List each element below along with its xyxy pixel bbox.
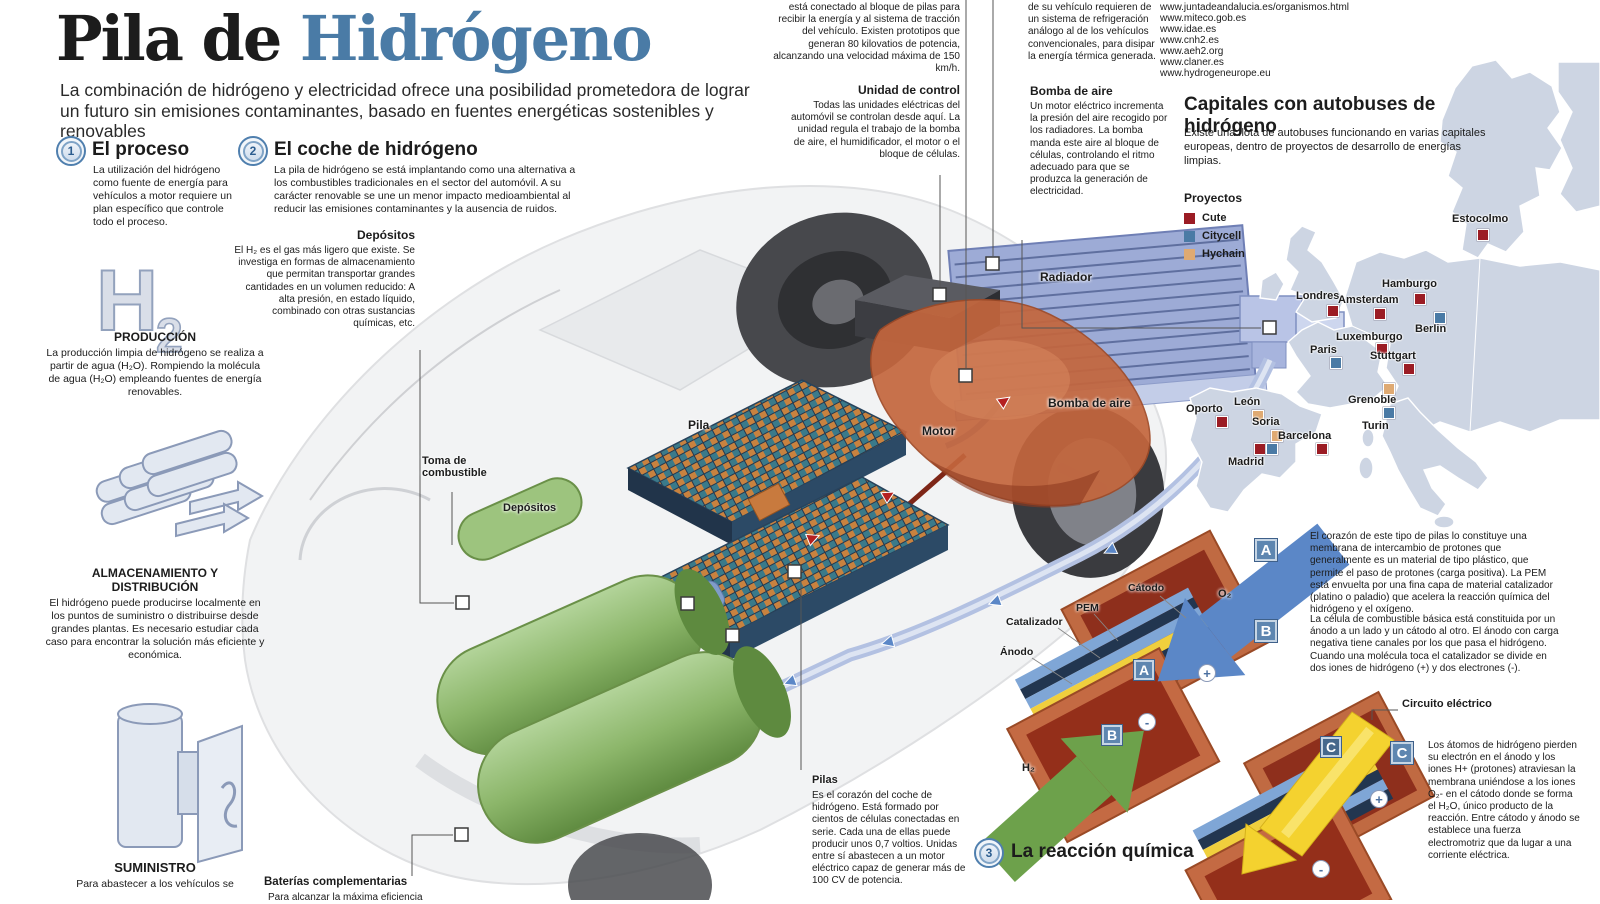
cell-label-pem: PEM: [1076, 602, 1099, 614]
electric-circuit-arrow: [1241, 711, 1395, 875]
suministro-body: Para abastecer a los vehículos se: [76, 878, 234, 890]
depositos-note-title: Depósitos: [356, 228, 415, 242]
leader-lines: [411, 0, 1261, 876]
section-1-number: 1: [60, 140, 82, 162]
website-link[interactable]: www.cnh2.es: [1160, 35, 1219, 46]
note-badge-a: A: [1254, 538, 1278, 562]
section-3-number: 3: [978, 842, 1000, 864]
pilas-note-body: Es el corazón del coche de hidrógeno. Es…: [812, 790, 966, 887]
section-2-body: La pila de hidrógeno se está implantando…: [274, 164, 576, 216]
minus-terminal-2: -: [1312, 860, 1330, 878]
legend-item: Citycell: [1184, 227, 1245, 245]
oxygen-arrow: [1157, 523, 1350, 682]
depositos-note-body: El H₂ es el gas más ligero que existe. S…: [234, 245, 415, 330]
almacenamiento-title: ALMACENAMIENTO Y DISTRIBUCIÓN: [91, 566, 219, 594]
section-3-title: La reacción química: [1011, 841, 1194, 862]
cell-label-h2: H₂: [1022, 762, 1035, 774]
produccion-body: La producción limpia de hidrógeno se rea…: [46, 347, 264, 399]
cell-label-catodo: Cátodo: [1128, 582, 1165, 594]
legend-item: Cute: [1184, 209, 1245, 227]
legend-label: Citycell: [1202, 230, 1242, 242]
legend-label: Cute: [1202, 212, 1227, 224]
svg-text:2: 2: [156, 310, 183, 363]
supply-station-icon: [117, 703, 243, 864]
almacenamiento-body: El hidrógeno puede producirse localmente…: [45, 597, 265, 662]
legend-swatch-icon: [1184, 230, 1195, 242]
h2-icon: H 2: [95, 252, 184, 364]
map-title: Capitales con autobuses de hidrógeno: [1184, 94, 1436, 137]
bomba-aire-title: Bomba de aire: [1030, 84, 1113, 98]
section-2-number: 2: [242, 140, 264, 162]
website-link[interactable]: www.claner.es: [1160, 57, 1224, 68]
note-b-body: La célula de combustible básica está con…: [1310, 614, 1559, 674]
radiador-note-body: de su vehículo requieren de un sistema d…: [1028, 2, 1156, 62]
unidad-control-title: Unidad de control: [858, 83, 960, 97]
website-link[interactable]: www.hydrogeneurope.eu: [1160, 68, 1271, 79]
website-link[interactable]: www.idae.es: [1160, 24, 1217, 35]
car-label-depositos: Depósitos: [503, 502, 557, 514]
map-europe: [1189, 59, 1600, 529]
website-link[interactable]: www.juntadeandalucia.es/organismos.html: [1160, 2, 1349, 13]
pilas-note-title: Pilas: [812, 774, 838, 786]
page-title-black: Pila de: [56, 2, 300, 75]
legend-title: Proyectos: [1184, 191, 1243, 205]
section-3-number-icon: 3: [974, 838, 1004, 868]
section-1-title: El proceso: [92, 139, 190, 160]
section-2-number-icon: 2: [238, 136, 268, 166]
note-badge-b: B: [1254, 619, 1278, 643]
diagram-badge-a: A: [1133, 659, 1155, 681]
cell-label-catalizador: Catalizador: [1006, 616, 1063, 628]
intro-text: La combinación de hidrógeno y electricid…: [60, 80, 750, 142]
section-1-body: La utilización del hidrógeno como fuente…: [93, 164, 232, 229]
page-title-blue: Hidrógeno: [299, 2, 653, 75]
website-link[interactable]: www.aeh2.org: [1160, 46, 1224, 57]
fuel-cell-diagram-circuit: [1184, 690, 1436, 900]
bomba-aire-body: Un motor eléctrico incrementa la presión…: [1030, 101, 1168, 198]
minus-terminal-1: -: [1138, 713, 1156, 731]
website-link[interactable]: www.miteco.gob.es: [1160, 13, 1247, 24]
fuel-cell-diagram-main: [980, 523, 1350, 882]
cell-label-circuito: Circuito eléctrico: [1402, 698, 1492, 710]
car-label-radiador: Radiador: [1040, 270, 1093, 284]
storage-distribution-icon: [95, 429, 264, 538]
produccion-title: PRODUCCIÓN: [113, 330, 196, 344]
legend-label: Hychain: [1202, 248, 1245, 260]
legend-item: Hychain: [1184, 245, 1245, 263]
diagram-badge-c: C: [1320, 736, 1342, 758]
motor-note-body: está conectado al bloque de pilas para r…: [773, 2, 960, 74]
legend-swatch-icon: [1184, 248, 1195, 260]
cell-label-anodo: Ánodo: [1000, 646, 1034, 658]
page-title: Pila de Hidrógeno: [56, 2, 653, 75]
diagram-badge-b: B: [1101, 724, 1123, 746]
section-1-number-icon: 1: [56, 136, 86, 166]
plus-terminal-2: +: [1370, 790, 1388, 808]
hydrogen-arrow: [980, 730, 1144, 882]
car-label-motor: Motor: [922, 424, 956, 438]
section-2-title: El coche de hidrógeno: [274, 139, 478, 160]
svg-text:H: H: [96, 253, 158, 349]
connector-markers: [454, 256, 1277, 842]
baterias-note-body: Para alcanzar la máxima eficiencia: [268, 892, 423, 903]
cell-label-leaders: [1031, 595, 1187, 685]
plus-terminal-1: +: [1198, 664, 1216, 682]
note-c-body: Los átomos de hidrógeno pierden su elect…: [1428, 740, 1580, 861]
motor-illustration: [870, 298, 1151, 508]
car-label-pila: Pila: [688, 418, 710, 432]
note-a-body: El corazón de este tipo de pilas lo cons…: [1310, 531, 1553, 616]
unidad-control-body: Todas las unidades eléctricas del automó…: [791, 100, 960, 160]
suministro-title: SUMINISTRO: [114, 860, 196, 875]
map-body: Existe una flota de autobuses funcionand…: [1184, 127, 1486, 167]
cell-label-o2: O₂: [1218, 588, 1232, 600]
legend-swatch-icon: [1184, 212, 1195, 224]
flow-arrows: [782, 396, 1119, 687]
car-label-bomba: Bomba de aire: [1048, 396, 1131, 410]
baterias-note-title: Baterías complementarias: [264, 876, 408, 888]
hydrogen-tanks: [436, 477, 791, 844]
note-badge-c: C: [1390, 741, 1414, 765]
car-label-toma: Toma de combustible: [422, 455, 487, 479]
